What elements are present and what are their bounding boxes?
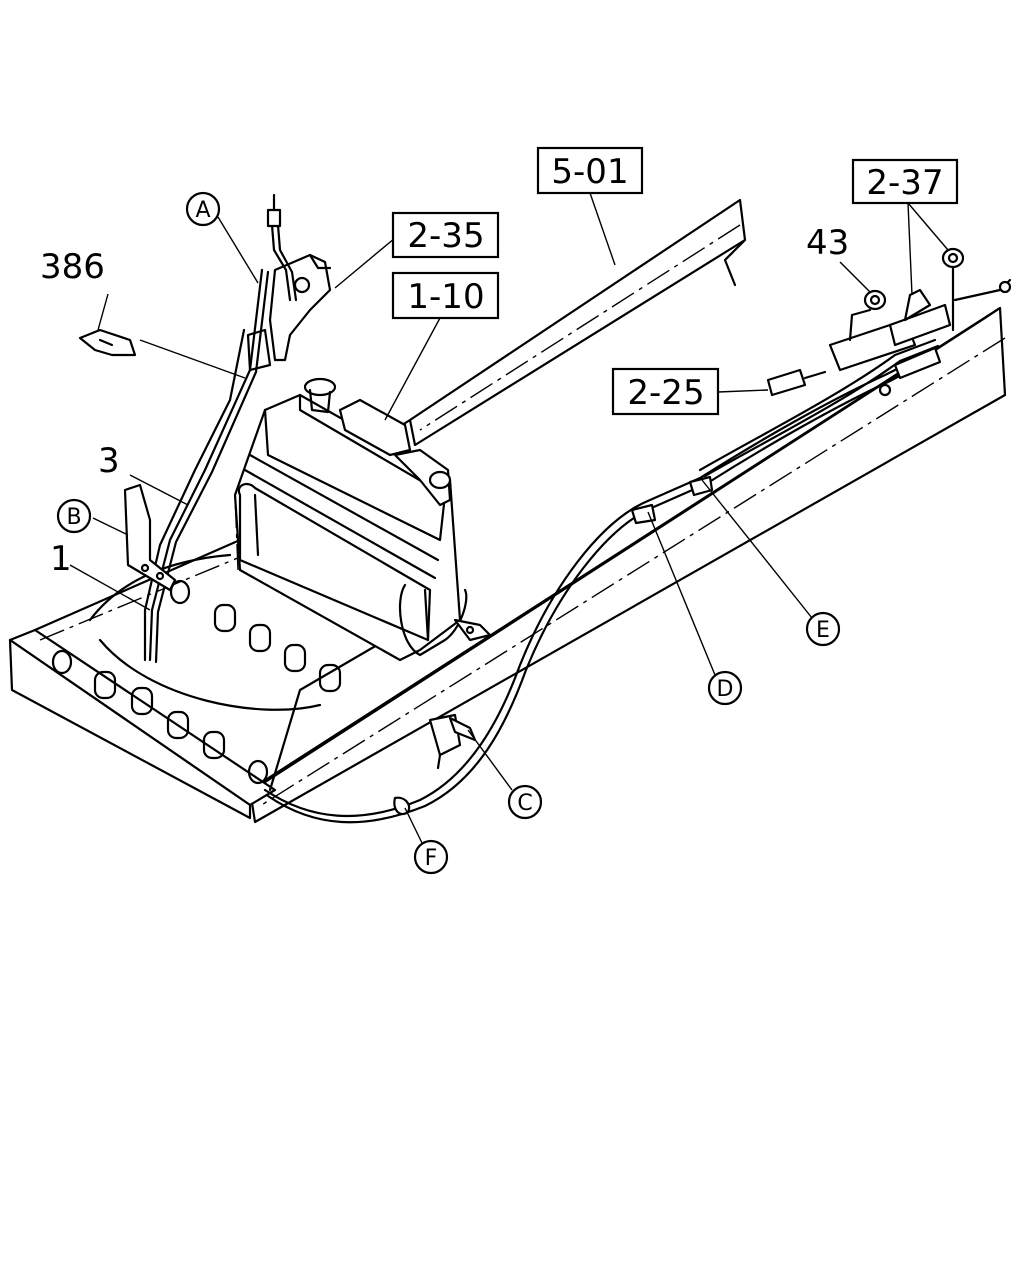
front-crossmember [8, 538, 422, 820]
part-number-43: 43 [806, 223, 849, 263]
part-number-3: 3 [98, 441, 120, 481]
callout-B: B [56, 498, 92, 534]
callout-label-A: A [195, 198, 210, 223]
callout-label-F: F [425, 846, 438, 871]
part-number-386: 386 [40, 247, 105, 287]
parking-brake-cable [78, 193, 1012, 824]
callout-label-D: D [717, 677, 734, 702]
callout-label-B: B [66, 505, 81, 530]
callout-A: A [185, 191, 221, 227]
ref-label-2-35: 2-35 [407, 216, 484, 256]
ref-box-2-35: 2-35 [391, 211, 500, 259]
ref-box-1-10: 1-10 [391, 271, 500, 320]
ref-label-2-25: 2-25 [627, 373, 704, 413]
bracket-2-35 [246, 253, 332, 372]
ref-box-5-01: 5-01 [536, 146, 644, 195]
callout-C: C [507, 784, 543, 820]
callout-F: F [413, 839, 449, 875]
ref-label-5-01: 5-01 [551, 152, 628, 192]
ref-box-2-25: 2-25 [611, 367, 720, 416]
callout-label-E: E [816, 618, 830, 643]
callout-D: D [707, 670, 743, 706]
callout-label-C: C [517, 791, 532, 816]
part-number-1: 1 [50, 539, 72, 579]
ref-box-2-37: 2-37 [851, 158, 959, 205]
frame-rail-left [243, 306, 1007, 824]
ref-label-2-37: 2-37 [866, 163, 943, 203]
callout-E: E [805, 611, 841, 647]
ref-label-1-10: 1-10 [407, 277, 484, 317]
leader-lines [69, 192, 949, 846]
radiator [233, 377, 492, 770]
